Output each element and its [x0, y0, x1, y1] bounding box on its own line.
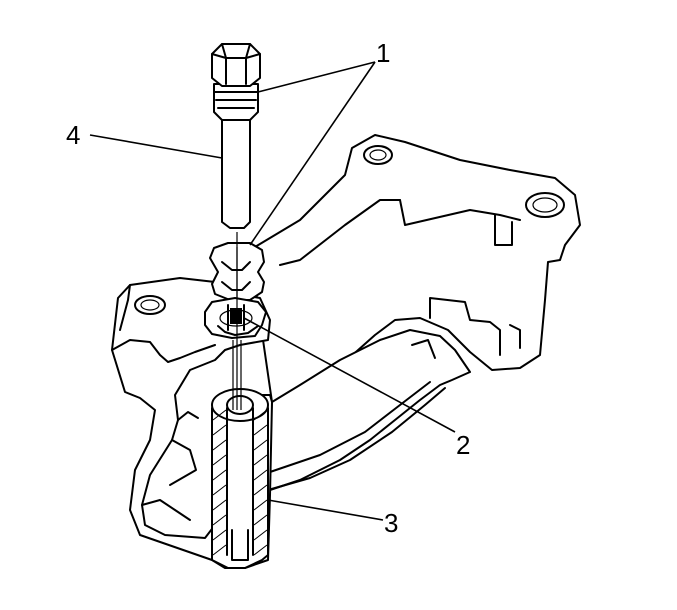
- leader-4: [89, 134, 223, 159]
- callout-3: 3: [384, 508, 398, 538]
- callout-4: 4: [66, 120, 80, 150]
- leader-1a: [257, 61, 376, 93]
- callout-leaders: [89, 61, 456, 521]
- callout-2: 2: [456, 430, 470, 460]
- sleeve-hatching: [212, 409, 268, 556]
- guide-pin-sleeve: [211, 388, 269, 569]
- leader-3: [267, 499, 384, 521]
- guide-pin-bolt: [211, 43, 261, 229]
- leader-1b: [249, 61, 376, 246]
- callout-1: 1: [376, 38, 390, 68]
- leader-2: [243, 317, 456, 433]
- caliper-mounting-bracket: [111, 134, 581, 569]
- guide-pin-boot-lower: [204, 297, 267, 339]
